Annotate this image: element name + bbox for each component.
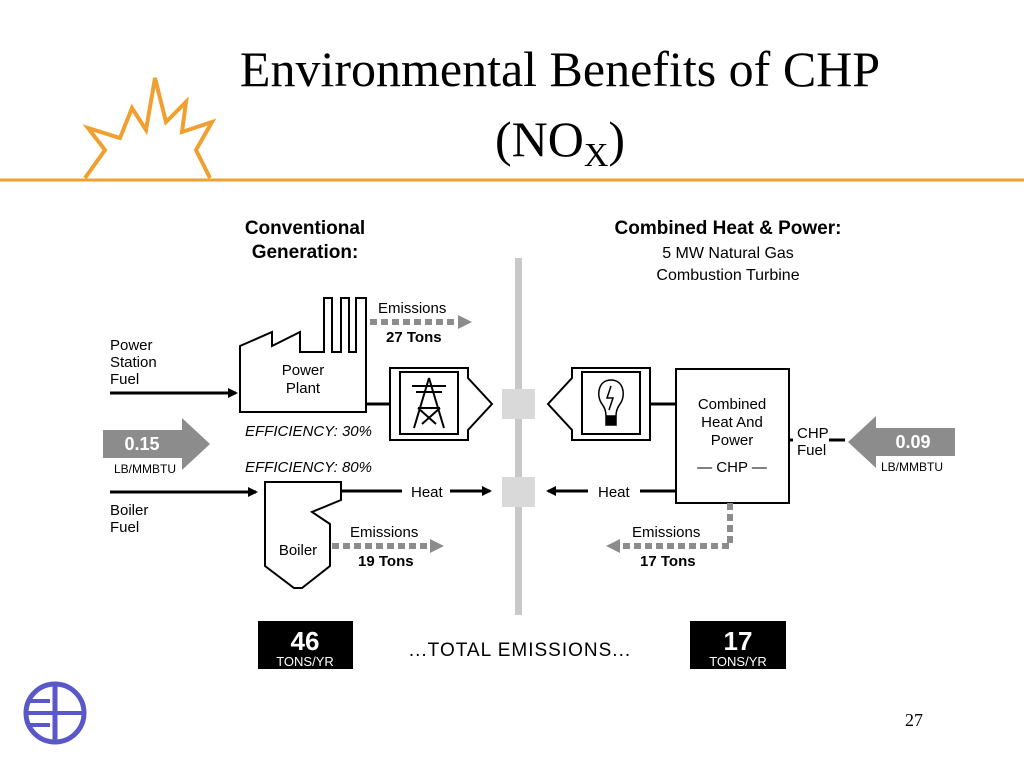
power-fuel-label-3: Fuel: [110, 371, 139, 388]
plant-efficiency: EFFICIENCY: 30%: [245, 423, 372, 440]
transmission-tower-icon: [412, 377, 446, 429]
chp-unit-label-3: Power: [711, 432, 754, 449]
chp-rate-value: 0.09: [895, 432, 930, 452]
subscript-x: X: [583, 137, 609, 174]
power-fuel-label-1: Power: [110, 337, 153, 354]
chp-emissions-label: Emissions: [632, 524, 700, 541]
starburst-icon: [82, 77, 217, 180]
chp-total-box: [690, 621, 786, 669]
tower-box: [399, 371, 459, 435]
chp-fuel-label-1: CHP: [797, 425, 829, 442]
power-plant-label-2: Plant: [286, 380, 321, 397]
plant-emissions-label: Emissions: [378, 300, 446, 317]
chp-fuel-label-bg: [793, 424, 829, 460]
power-plant-shape: [239, 297, 367, 413]
chp-total-unit: TONS/YR: [709, 654, 767, 669]
page-number: 27: [905, 710, 923, 730]
conventional-rate-value: 0.15: [124, 434, 159, 454]
conventional-heat-label: Heat: [411, 484, 444, 501]
chp-rate-arrow: [848, 416, 955, 468]
boiler-label: Boiler: [279, 542, 317, 559]
conventional-total-box: [258, 621, 353, 669]
logo-icon: [23, 681, 87, 745]
boiler-emissions-label: Emissions: [350, 524, 418, 541]
power-fuel-label-2: Station: [110, 354, 157, 371]
slide-title-line2: (NOX): [494, 111, 626, 174]
chp-subheading-1: 5 MW Natural Gas: [662, 245, 794, 262]
center-connector-top: [502, 389, 535, 419]
chp-heading: Combined Heat & Power:: [615, 218, 842, 239]
conventional-total-value: 46: [291, 626, 320, 656]
chp-unit-label-4: — CHP —: [697, 459, 767, 476]
chp-total-value: 17: [724, 626, 753, 656]
chp-rate-unit: LB/MMBTU: [881, 460, 943, 474]
boiler-efficiency: EFFICIENCY: 80%: [245, 459, 372, 476]
slide-title-line1: Environmental Benefits of CHP: [239, 41, 881, 97]
center-divider: [515, 258, 522, 615]
boiler-shape: [264, 481, 342, 589]
chp-fuel-label-2: Fuel: [797, 442, 826, 459]
plant-emissions-value: 27 Tons: [386, 329, 442, 346]
chp-emissions-value: 17 Tons: [640, 553, 696, 570]
boiler-fuel-label-1: Boiler: [110, 502, 148, 519]
power-plant-label-1: Power: [282, 362, 325, 379]
lightbulb-icon: [598, 379, 624, 426]
chp-heat-label: Heat: [598, 484, 631, 501]
center-connector-bottom: [502, 477, 535, 507]
conventional-total-unit: TONS/YR: [276, 654, 334, 669]
chp-emissions-arrow: [606, 503, 733, 553]
chp-subheading-2: Combustion Turbine: [656, 267, 799, 284]
chp-unit-box: [675, 368, 790, 504]
total-emissions-label: ...TOTAL EMISSIONS...: [409, 640, 631, 661]
conventional-heading-2: Generation:: [252, 242, 359, 263]
conventional-heading-1: Conventional: [245, 218, 365, 239]
boiler-fuel-label-2: Fuel: [110, 519, 139, 536]
chp-unit-label-1: Combined: [698, 396, 766, 413]
conventional-rate-arrow: [103, 418, 210, 470]
chp-unit-label-2: Heat And: [701, 414, 763, 431]
boiler-emissions-value: 19 Tons: [358, 553, 414, 570]
conventional-rate-unit: LB/MMBTU: [114, 462, 176, 476]
